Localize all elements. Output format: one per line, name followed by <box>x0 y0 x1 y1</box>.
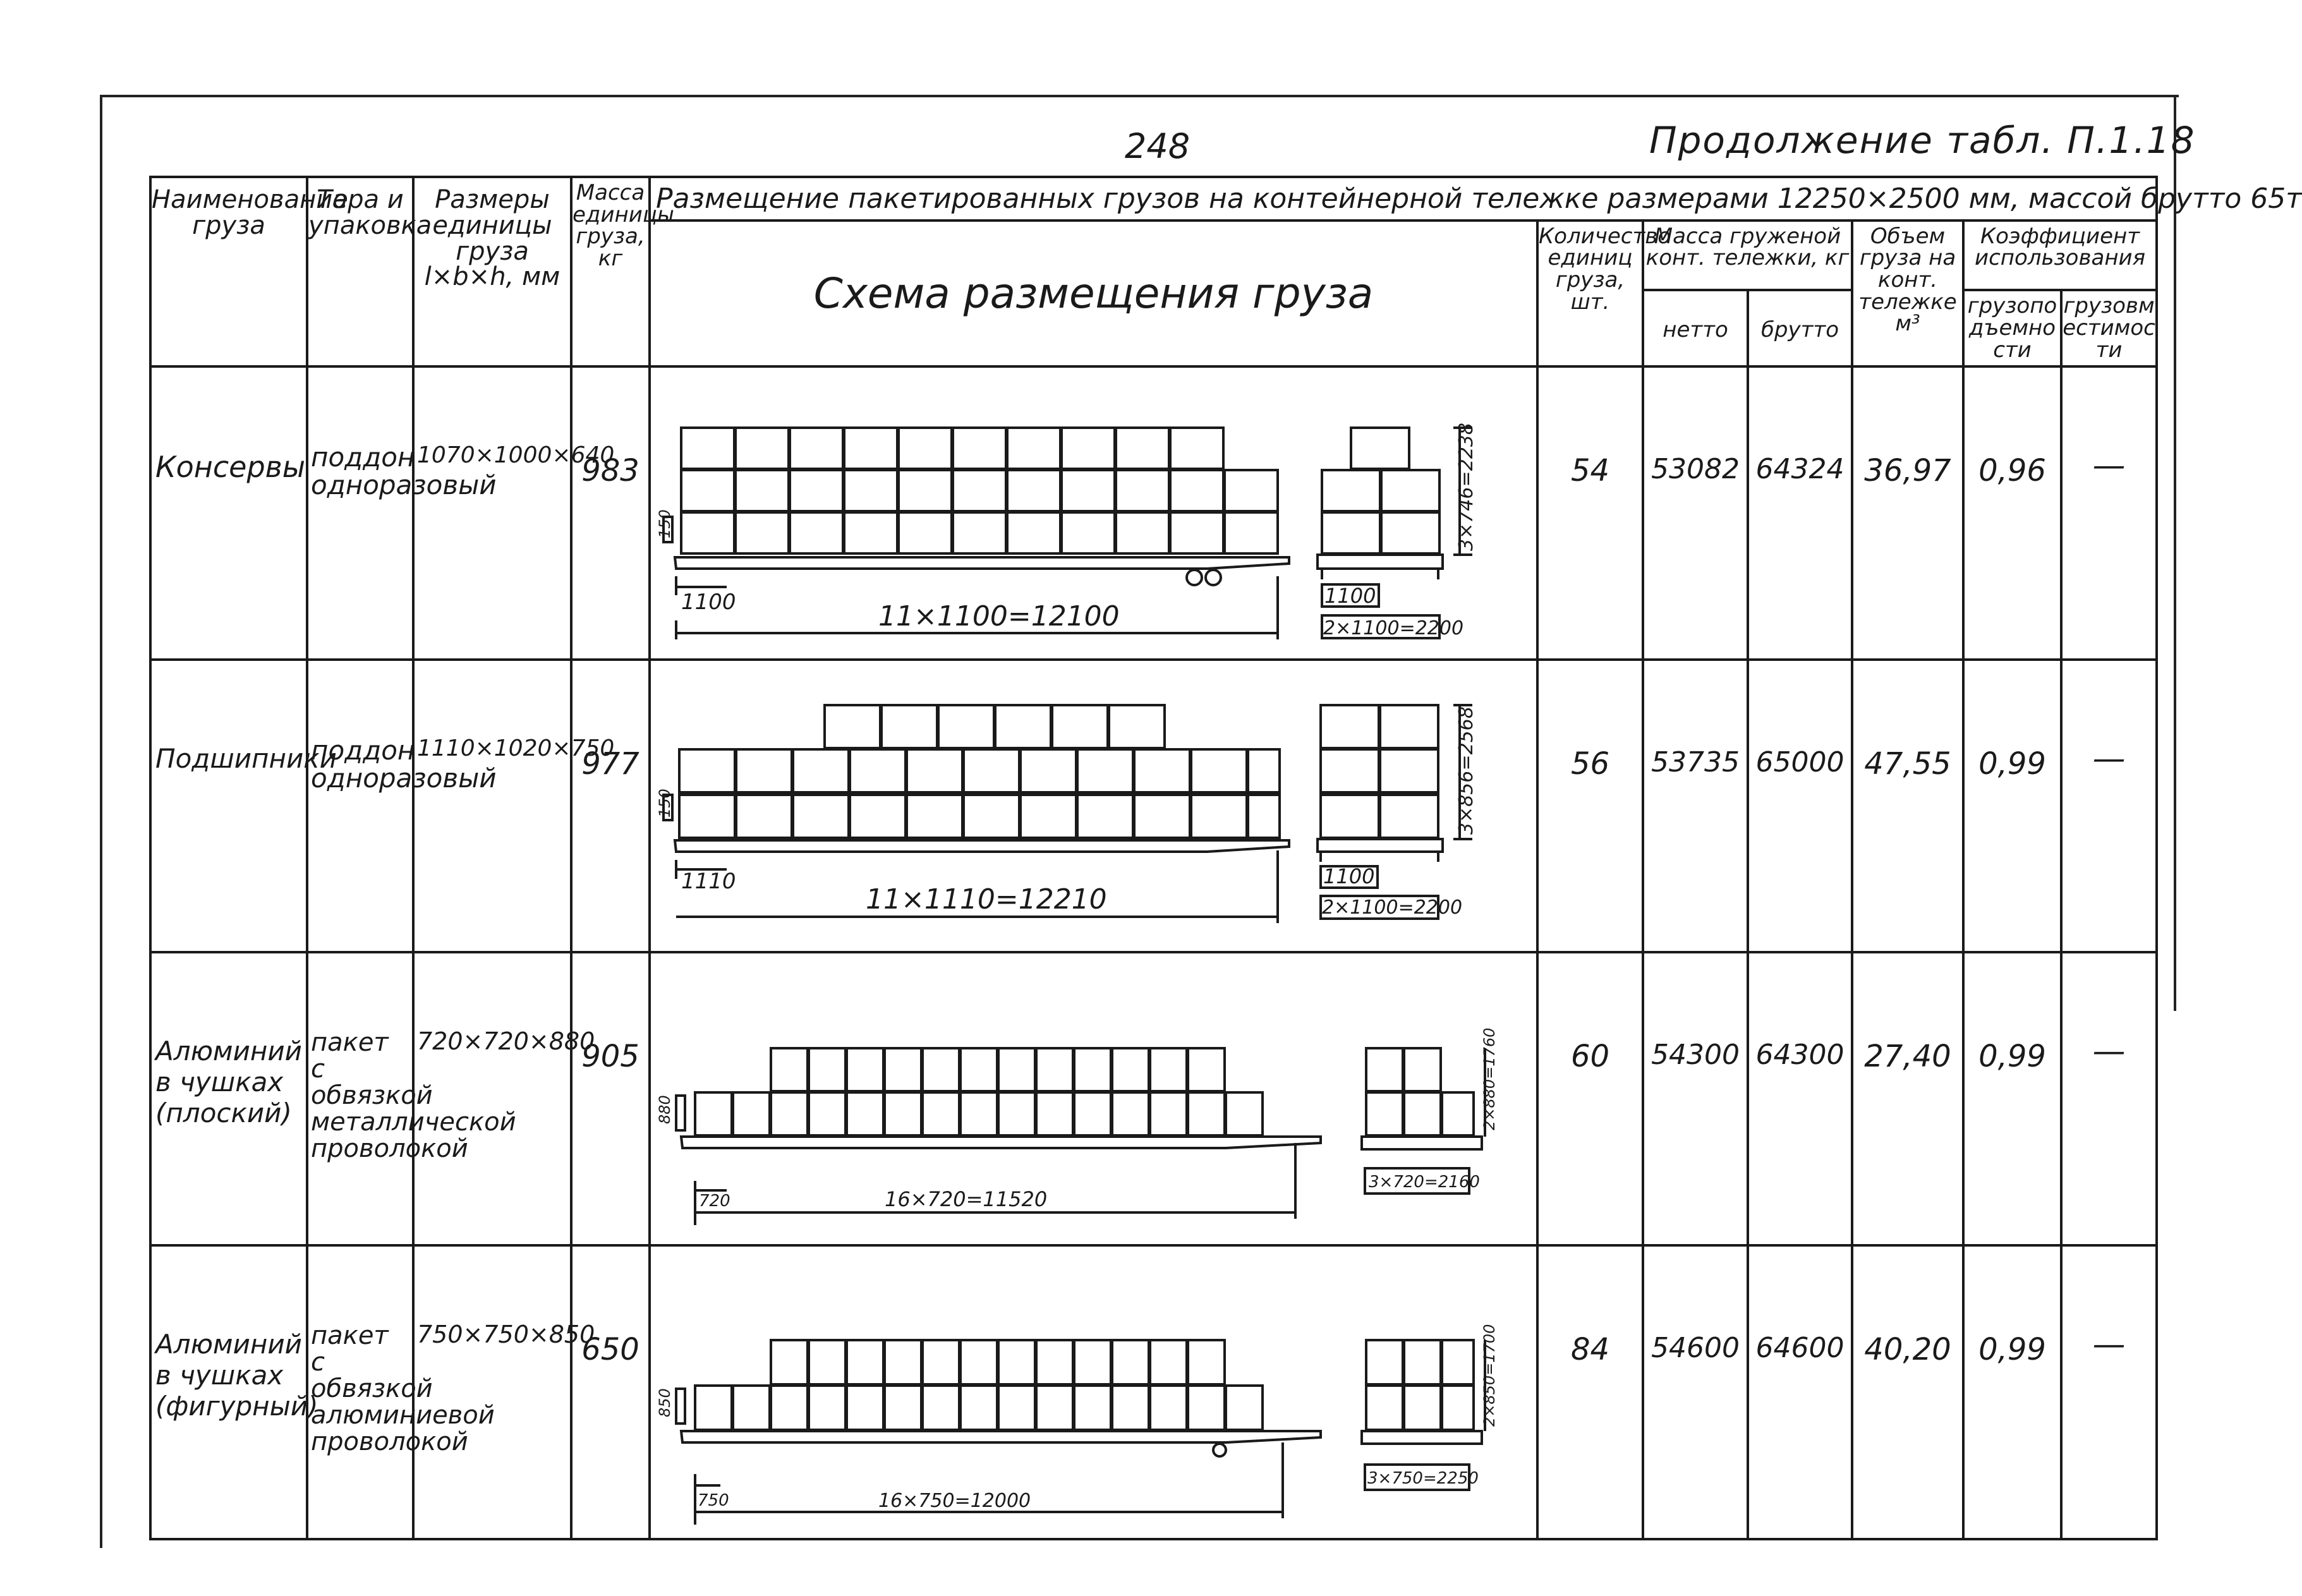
cargo-name: Алюминий в чушках (плоский) <box>149 951 308 1247</box>
mass-netto: 54600 <box>1642 1243 1749 1541</box>
unit-count: 84 <box>1536 1243 1644 1541</box>
stack-boxes <box>694 1338 1264 1431</box>
header-coef-lifting: грузоподъемности <box>1962 289 2063 368</box>
mass-brutto: 64300 <box>1747 951 1853 1247</box>
coef-lifting: 0,99 <box>1962 951 2063 1247</box>
cargo-volume: 47,55 <box>1851 658 1965 954</box>
coef-lifting: 0,96 <box>1962 365 2063 661</box>
header-loaded-mass: Масса груженой конт. тележки, кг <box>1642 219 1853 292</box>
table-continuation-caption: Продолжение табл. П.1.18 <box>1649 119 2196 162</box>
mass-brutto: 65000 <box>1747 658 1853 954</box>
mass-netto: 54300 <box>1642 951 1749 1247</box>
dim-unit-length: 1110 <box>681 869 736 894</box>
dim-unit-length: 720 <box>699 1192 730 1211</box>
dim-platform: 150 <box>656 509 674 538</box>
page-border-right <box>2174 95 2176 1011</box>
cargo-volume: 36,97 <box>1851 365 1965 661</box>
dim-total-length: 16×720=11520 <box>885 1187 1047 1211</box>
header-unit-mass: Масса единицы груза, кг <box>570 175 674 368</box>
cargo-size: 720×720×880 <box>412 951 595 1247</box>
cargo-tare: поддон одноразовый <box>306 365 497 661</box>
coef-capacity: — <box>2059 1243 2159 1541</box>
header-usage-coefficient: Коэффициент использования <box>1961 219 2159 292</box>
header-netto: нетто <box>1642 289 1749 368</box>
cargo-mass: 650 <box>570 1243 651 1541</box>
dim-stack-height: 3×856=2568 <box>1455 706 1477 835</box>
scheme-diagram-aluminium-flat: 720 16×720=11520 3×720=2160 2×880=1760 8… <box>656 1028 1498 1226</box>
header-coef-capacity: грузовместимости <box>2059 289 2159 368</box>
coef-lifting: 0,99 <box>1962 658 2063 954</box>
cargo-size: 1070×1000×640 <box>412 365 614 661</box>
stack-boxes <box>680 426 1279 555</box>
unit-count: 54 <box>1536 365 1644 661</box>
coef-capacity: — <box>2059 365 2159 661</box>
cargo-mass: 905 <box>570 951 651 1247</box>
scheme-row-1: 1100 11×1100=12100 1100 2×1100=2200 3×74… <box>648 365 1539 661</box>
header-cargo-name: Наименование груза <box>149 175 348 368</box>
dim-unit-length: 1100 <box>681 589 736 615</box>
dim-side-total: 2×1100=2200 <box>1322 897 1462 919</box>
scheme-diagram-bearings: 1110 11×1110=12210 1100 2×1100=2200 3×85… <box>656 703 1477 923</box>
cargo-mass: 977 <box>570 658 651 954</box>
cargo-placement-table: Наименование груза Тара и упаковка Разме… <box>149 175 2302 1541</box>
cargo-name: Алюминий в чушках (фигурный) <box>149 1243 318 1541</box>
dim-side-unit: 1100 <box>1324 584 1376 608</box>
page-border-left <box>100 95 102 1548</box>
coef-capacity: — <box>2059 658 2159 954</box>
header-scheme: Схема размещения груза <box>648 219 1539 368</box>
cargo-tare: пакет с обвязкой металлической проволоко… <box>306 951 516 1247</box>
mass-brutto: 64600 <box>1747 1243 1853 1541</box>
coef-lifting: 0,99 <box>1962 1243 2063 1541</box>
unit-count: 60 <box>1536 951 1644 1247</box>
cargo-volume: 27,40 <box>1851 951 1965 1247</box>
dim-side-unit: 1100 <box>1323 864 1374 888</box>
scheme-row-2: 1110 11×1110=12210 1100 2×1100=2200 3×85… <box>648 658 1539 954</box>
dim-stack-height: 3×746=2238 <box>1455 423 1477 551</box>
dim-side-total: 2×1100=2200 <box>1323 617 1463 639</box>
dim-side-total: 3×750=2250 <box>1367 1469 1479 1488</box>
dim-stack-height: 2×880=1760 <box>1481 1028 1498 1130</box>
page-number: 248 <box>1125 126 1190 166</box>
dim-platform: 850 <box>656 1388 674 1417</box>
dim-stack-height: 2×850=1700 <box>1481 1324 1498 1426</box>
header-placement-title: Размещение пакетированных грузов на конт… <box>648 176 2302 222</box>
table-row: Алюминий в чушках (фигурный) пакет с обв… <box>149 1243 2159 1541</box>
dim-platform: 880 <box>656 1095 674 1124</box>
scheme-row-3: 720 16×720=11520 3×720=2160 2×880=1760 8… <box>648 951 1539 1247</box>
mass-brutto: 64324 <box>1747 365 1853 661</box>
scheme-diagram-canned: 1100 11×1100=12100 1100 2×1100=2200 3×74… <box>656 423 1477 640</box>
table-row: Алюминий в чушках (плоский) пакет с обвя… <box>149 951 2159 1247</box>
cargo-volume: 40,20 <box>1851 1243 1965 1541</box>
header-unit-size: Размеры единицы груза l×b×h, мм <box>412 175 572 368</box>
header-tare: Тара и упаковка <box>306 175 432 368</box>
cargo-mass: 983 <box>570 365 651 661</box>
mass-netto: 53735 <box>1642 658 1749 954</box>
stack-boxes <box>678 703 1281 839</box>
header-volume: Объем груза на конт. тележке м³ <box>1851 219 1965 368</box>
header-unit-count: Количество единиц груза, шт. <box>1536 219 1671 368</box>
dim-total-length: 11×1110=12210 <box>866 883 1107 916</box>
dim-total-length: 11×1100=12100 <box>878 600 1120 632</box>
dim-unit-length: 750 <box>698 1491 729 1510</box>
cargo-tare: поддон одноразовый <box>306 658 497 954</box>
coef-capacity: — <box>2059 951 2159 1247</box>
table-row: Консервы поддон одноразовый 1070×1000×64… <box>149 365 2159 661</box>
dim-side-total: 3×720=2160 <box>1369 1173 1480 1192</box>
page-border-top <box>100 95 2179 97</box>
cargo-tare: пакет с обвязкой алюминиевой проволокой <box>306 1243 495 1541</box>
stack-boxes <box>694 1047 1264 1137</box>
cargo-size: 750×750×850 <box>412 1243 595 1541</box>
unit-count: 56 <box>1536 658 1644 954</box>
cargo-size: 1110×1020×750 <box>412 658 614 954</box>
cargo-name: Консервы <box>149 365 308 661</box>
table-row: Подшипники поддон одноразовый 1110×1020×… <box>149 658 2159 954</box>
mass-netto: 53082 <box>1642 365 1749 661</box>
header-brutto: брутто <box>1747 289 1853 368</box>
scheme-row-4: 750 16×750=12000 3×750=2250 2×850=1700 8… <box>648 1243 1539 1541</box>
cargo-name: Подшипники <box>149 658 337 954</box>
scheme-diagram-aluminium-shaped: 750 16×750=12000 3×750=2250 2×850=1700 8… <box>656 1324 1498 1525</box>
dim-platform: 150 <box>656 789 674 818</box>
dim-total-length: 16×750=12000 <box>878 1490 1031 1512</box>
